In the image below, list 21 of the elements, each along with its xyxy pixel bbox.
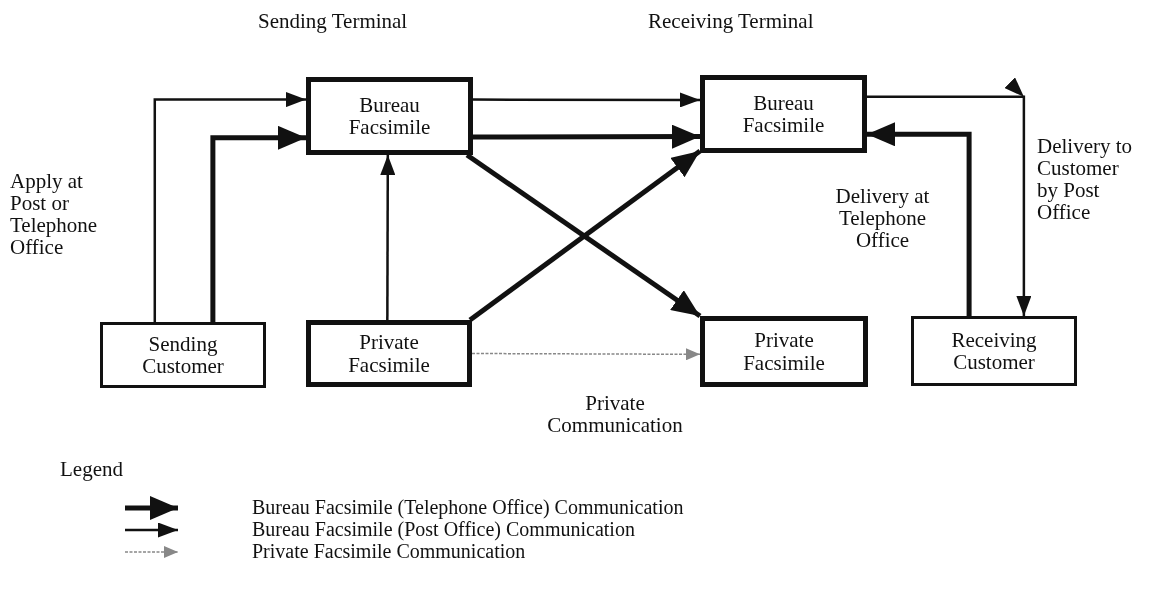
annotation: Apply at Post or Telephone Office — [10, 170, 99, 259]
arrow — [867, 78, 1031, 316]
customer-box: Receiving Customer — [911, 316, 1077, 386]
arrow — [210, 125, 306, 322]
facsimile-box: Bureau Facsimile — [700, 75, 867, 153]
arrow — [867, 122, 972, 316]
customer-box: Sending Customer — [100, 322, 266, 388]
column-heading: Sending Terminal — [258, 10, 409, 33]
arrow — [473, 124, 700, 149]
legend-text: Bureau Facsimile (Telephone Office) Communication — [252, 496, 684, 519]
column-heading: Receiving Terminal — [648, 10, 815, 33]
arrow — [380, 155, 396, 320]
legend-title: Legend — [60, 458, 124, 481]
arrow — [473, 92, 700, 108]
legend-text: Private Facsimile Communication — [252, 540, 526, 563]
arrow — [153, 92, 306, 322]
facsimile-box: Private Facsimile — [306, 320, 472, 387]
legend-text: Bureau Facsimile (Post Office) Communication — [252, 518, 635, 541]
arrow — [471, 348, 701, 361]
facsimile-box: Bureau Facsimile — [306, 77, 473, 155]
facsimile-box: Private Facsimile — [700, 316, 868, 387]
